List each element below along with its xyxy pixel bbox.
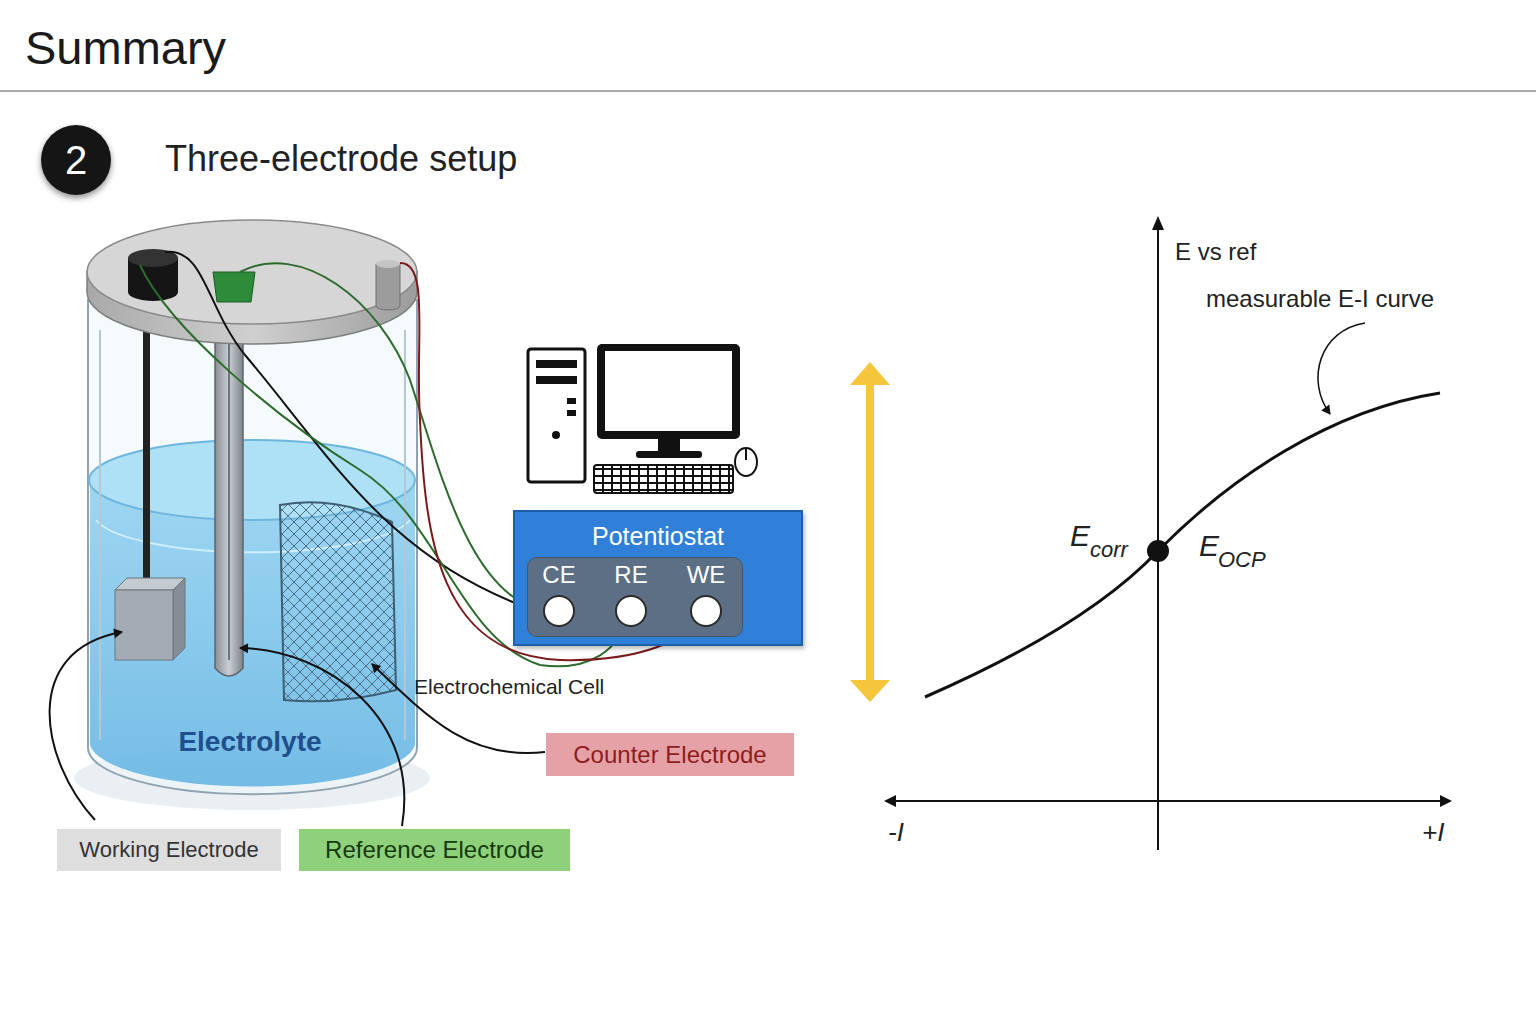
potentiostat-box: PotentiostatCE RE WE bbox=[513, 510, 803, 646]
reference-electrode-part bbox=[228, 340, 230, 660]
terminal-jack bbox=[690, 595, 722, 627]
graph-axes bbox=[884, 216, 1452, 850]
axis-label: -I bbox=[888, 817, 904, 848]
potential-subscript: corr bbox=[1090, 537, 1128, 563]
e-i-curve bbox=[1147, 540, 1169, 562]
computer-icon bbox=[658, 439, 680, 452]
computer-icon bbox=[552, 431, 560, 439]
computer-icon bbox=[536, 360, 577, 368]
double-arrow bbox=[850, 362, 890, 385]
callout-box: Working Electrode bbox=[57, 829, 281, 871]
computer-icon bbox=[735, 448, 757, 476]
node-label: 2 bbox=[41, 125, 111, 195]
graph-axes bbox=[890, 800, 1444, 802]
working-electrode-part bbox=[173, 578, 185, 660]
callout-box: Counter Electrode bbox=[546, 733, 794, 776]
graph-axes bbox=[1157, 224, 1159, 850]
reference-electrode-part bbox=[215, 330, 243, 676]
terminal-panel: CE RE WE bbox=[527, 557, 743, 637]
computer-icon bbox=[536, 376, 577, 384]
electrolyte-fill bbox=[90, 480, 415, 786]
callout-box: Reference Electrode bbox=[299, 829, 570, 871]
computer-icon bbox=[567, 398, 576, 404]
computer-icon bbox=[605, 351, 732, 431]
potential-symbol: E bbox=[1199, 529, 1219, 563]
beaker-walls bbox=[404, 330, 406, 740]
reference-electrode-part bbox=[215, 330, 243, 676]
node-label: CE bbox=[537, 561, 581, 589]
node-label: Counter Electrode bbox=[546, 733, 794, 776]
potential-subscript: OCP bbox=[1218, 547, 1266, 573]
computer-icon bbox=[528, 344, 757, 493]
terminal-jack bbox=[543, 595, 575, 627]
node-label: Working Electrode bbox=[57, 829, 281, 871]
cable bbox=[240, 263, 548, 612]
beaker bbox=[74, 300, 430, 810]
double-arrow bbox=[850, 680, 890, 702]
computer-icon bbox=[597, 344, 740, 439]
working-electrode-part bbox=[115, 590, 173, 660]
computer-icon bbox=[528, 349, 585, 482]
node-label: Reference Electrode bbox=[299, 829, 570, 871]
cell-lid bbox=[87, 220, 417, 324]
e-i-curve bbox=[1318, 323, 1365, 414]
electrolyte-label: Electrolyte bbox=[150, 726, 350, 758]
computer-icon bbox=[636, 451, 702, 458]
e-i-curve bbox=[925, 323, 1440, 697]
beaker bbox=[88, 300, 417, 794]
leader-line bbox=[50, 632, 122, 820]
cable bbox=[165, 252, 546, 614]
terminal-jack bbox=[615, 595, 647, 627]
title-rule bbox=[0, 90, 1536, 92]
cable bbox=[140, 252, 703, 666]
cell-lid bbox=[376, 260, 400, 268]
curve-note: measurable E-I curve bbox=[1206, 285, 1434, 313]
node-label: Potentiostat bbox=[515, 522, 801, 551]
graph-axes bbox=[1440, 795, 1452, 807]
cell-lid bbox=[213, 272, 255, 302]
computer-icon bbox=[567, 410, 576, 416]
node-label: RE bbox=[609, 561, 653, 589]
potential-symbol: E bbox=[1070, 519, 1090, 553]
e-i-curve bbox=[925, 393, 1440, 697]
section-heading: Three-electrode setup bbox=[165, 138, 517, 180]
computer-icon bbox=[745, 449, 747, 460]
cable bbox=[140, 265, 630, 666]
graph-axes bbox=[1152, 216, 1164, 230]
axis-label: E vs ref bbox=[1175, 238, 1256, 266]
beaker-walls bbox=[99, 330, 101, 740]
electrolyte-fill bbox=[89, 440, 415, 786]
double-arrow bbox=[866, 382, 874, 684]
axis-label: +I bbox=[1422, 817, 1444, 848]
computer-icon bbox=[594, 465, 733, 493]
double-arrow bbox=[850, 362, 890, 702]
node-label: WE bbox=[684, 561, 728, 589]
graph-axes bbox=[884, 795, 896, 807]
cell-lid bbox=[376, 264, 400, 310]
electrolyte-fill bbox=[89, 440, 415, 520]
working-electrode-part bbox=[143, 330, 150, 588]
page-title: Summary bbox=[25, 20, 226, 75]
cell-label: Electrochemical Cell bbox=[414, 675, 604, 699]
working-electrode-part bbox=[115, 330, 185, 660]
callout-number: 2 bbox=[41, 125, 111, 195]
cell-lid bbox=[87, 220, 417, 344]
leader-line bbox=[50, 632, 545, 826]
